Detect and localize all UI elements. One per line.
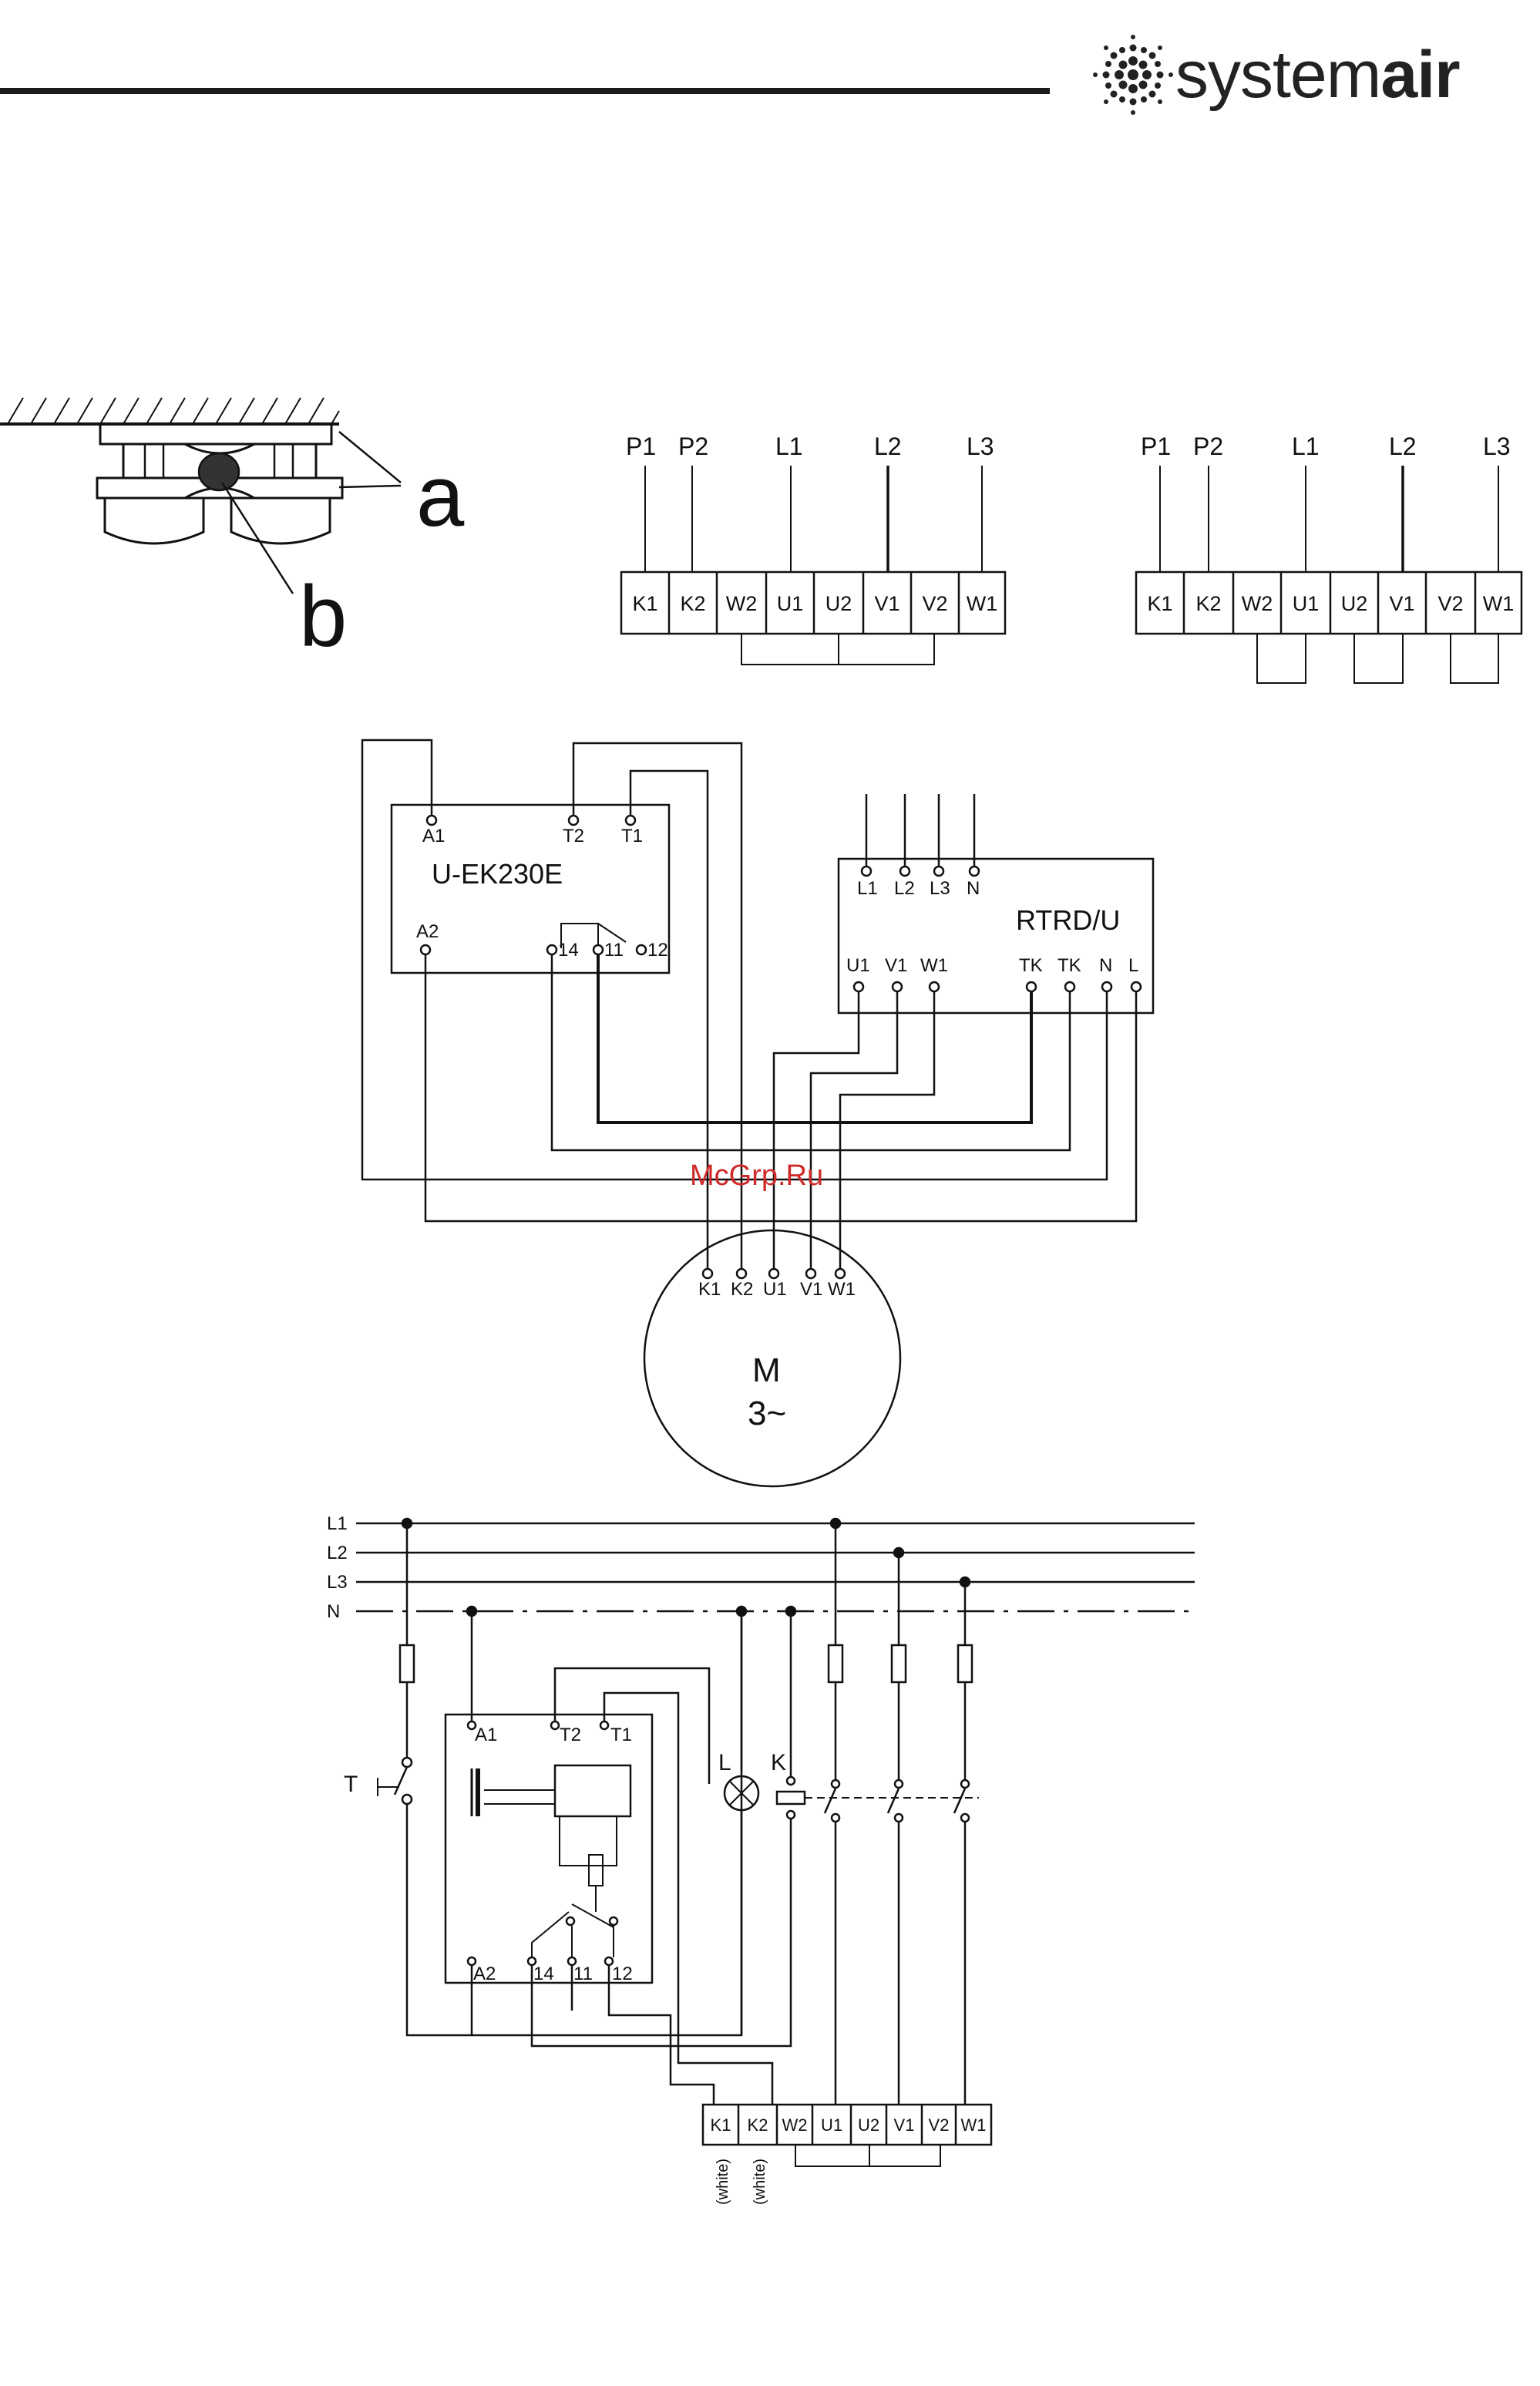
t1-term-w2: W2 <box>726 592 758 615</box>
t2-term-v2: V2 <box>1437 592 1463 615</box>
wire-note-k1: (white) <box>715 2159 731 2205</box>
sch-relay-12: 12 <box>612 1964 633 1984</box>
t1-term-k2: K2 <box>680 592 705 615</box>
t2-top-p2: P2 <box>1193 432 1223 460</box>
sch-term-w2: W2 <box>782 2115 808 2135</box>
sch-term-k2: K2 <box>748 2115 768 2135</box>
ctrl-supply-l2: L2 <box>894 878 915 899</box>
t2-term-k2: K2 <box>1195 592 1221 615</box>
label-a: a <box>416 448 465 544</box>
sch-term-k1: K1 <box>711 2115 731 2135</box>
ctrl-out-u1: U1 <box>846 955 870 976</box>
ctrl-out-l: L <box>1128 955 1138 976</box>
ctrl-out-tk1: TK <box>1019 955 1043 976</box>
bus-l2: L2 <box>327 1543 348 1563</box>
sch-term-u2: U2 <box>858 2115 879 2135</box>
t2-top-l3: L3 <box>1483 432 1511 460</box>
contactor-label: K <box>771 1750 786 1775</box>
t1-term-v1: V1 <box>874 592 899 615</box>
sch-relay-a2: A2 <box>473 1964 496 1984</box>
t2-term-u1: U1 <box>1293 592 1320 615</box>
ctrl-supply-l3: L3 <box>930 878 950 899</box>
t1-term-u2: U2 <box>825 592 852 615</box>
lamp-label: L <box>718 1750 731 1775</box>
t1-top-l1: L1 <box>775 432 803 460</box>
terminal-diagram-2 <box>1136 466 1522 683</box>
motor-pin-v1: V1 <box>800 1279 822 1300</box>
sch-relay-11: 11 <box>573 1964 593 1984</box>
t2-term-w1: W1 <box>1483 592 1515 615</box>
motor-pin-w1: W1 <box>828 1279 856 1300</box>
motor-sub: 3~ <box>748 1395 786 1432</box>
t2-top-p1: P1 <box>1141 432 1171 460</box>
ctrl-out-v1: V1 <box>885 955 907 976</box>
motor-pin-u1: U1 <box>763 1279 787 1300</box>
t2-top-l1: L1 <box>1292 432 1320 460</box>
t2-term-v1: V1 <box>1389 592 1414 615</box>
relay-pin-a1: A1 <box>422 826 445 846</box>
sch-relay-t2: T2 <box>560 1725 581 1745</box>
wire-note-k2: (white) <box>752 2159 768 2205</box>
sch-relay-a1: A1 <box>475 1725 497 1745</box>
t1-term-w1: W1 <box>967 592 998 615</box>
t1-term-k1: K1 <box>632 592 657 615</box>
relay-pin-t2: T2 <box>563 826 584 846</box>
t2-term-u2: U2 <box>1341 592 1368 615</box>
schematic-diagram <box>356 1519 1195 2166</box>
switch-label: T <box>344 1772 358 1797</box>
sch-term-v1: V1 <box>894 2115 915 2135</box>
ctrl-supply-l1: L1 <box>857 878 878 899</box>
t2-term-k1: K1 <box>1147 592 1172 615</box>
bus-l1: L1 <box>327 1513 348 1534</box>
ctrl-supply-n: N <box>967 878 980 899</box>
sch-relay-t1: T1 <box>610 1725 632 1745</box>
relay-pin-14: 14 <box>558 940 579 961</box>
motor-pin-k2: K2 <box>731 1279 753 1300</box>
ctrl-out-n: N <box>1099 955 1112 976</box>
mount-figure <box>0 398 401 594</box>
relay-name: U-EK230E <box>432 858 563 890</box>
relay-pin-t1: T1 <box>621 826 643 846</box>
cable-gland <box>199 453 239 490</box>
watermark: McGrp.Ru <box>690 1159 823 1193</box>
motor-pin-k1: K1 <box>698 1279 721 1300</box>
t2-term-w2: W2 <box>1242 592 1273 615</box>
t1-top-l3: L3 <box>967 432 994 460</box>
sch-relay-14: 14 <box>533 1964 554 1984</box>
t1-top-p2: P2 <box>678 432 708 460</box>
motor-label: M <box>752 1351 781 1389</box>
t1-top-p1: P1 <box>626 432 656 460</box>
ctrl-out-tk2: TK <box>1057 955 1081 976</box>
sch-term-v2: V2 <box>929 2115 950 2135</box>
terminal-diagram-1 <box>621 466 1005 665</box>
relay-pin-a2: A2 <box>416 921 439 942</box>
bus-n: N <box>327 1601 340 1622</box>
t1-term-u1: U1 <box>777 592 804 615</box>
relay-pin-11: 11 <box>604 940 624 961</box>
relay-pin-12: 12 <box>647 940 668 961</box>
t1-top-l2: L2 <box>874 432 902 460</box>
t2-top-l2: L2 <box>1389 432 1417 460</box>
t1-term-v2: V2 <box>922 592 947 615</box>
ceiling-hatch <box>8 398 339 424</box>
sch-term-w1: W1 <box>961 2115 987 2135</box>
ctrl-out-w1: W1 <box>920 955 948 976</box>
bus-l3: L3 <box>327 1572 348 1593</box>
label-b: b <box>299 568 347 665</box>
sch-term-u1: U1 <box>821 2115 842 2135</box>
controller-name: RTRD/U <box>1016 904 1120 936</box>
